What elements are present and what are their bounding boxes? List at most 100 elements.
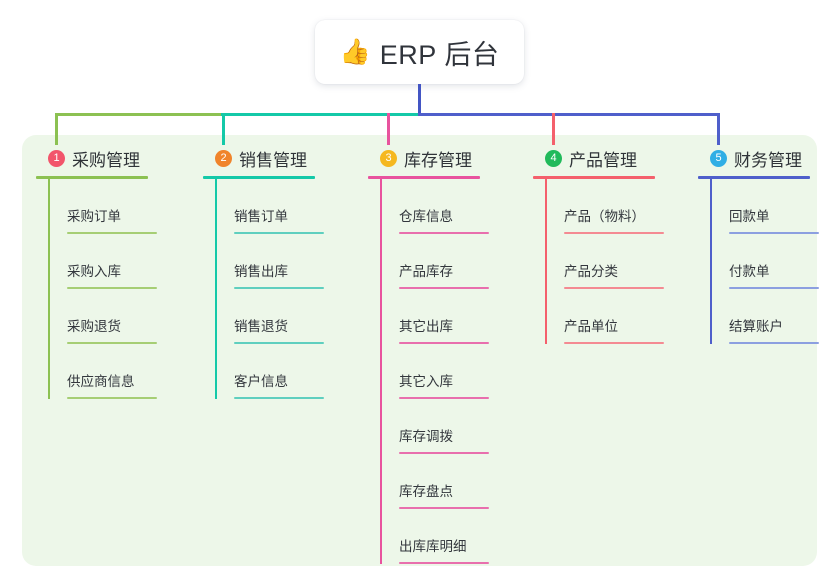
branch-title: 库存管理 (404, 150, 472, 170)
leaf-item[interactable]: 采购入库 (48, 234, 186, 289)
leaf-item-underline (399, 397, 489, 399)
leaf-item-label: 供应商信息 (67, 374, 135, 389)
leaf-item-label: 客户信息 (234, 374, 288, 389)
branch-header-3[interactable]: 3 库存管理 (368, 145, 518, 171)
bus-segment-green (55, 113, 223, 116)
branch-header-1[interactable]: 1 采购管理 (36, 145, 186, 171)
branch-items: 回款单付款单结算账户 (698, 179, 839, 344)
diagram-background-panel (22, 135, 817, 566)
branch-header-underline (533, 176, 655, 179)
leaf-item-underline (399, 287, 489, 289)
branch-number-badge: 3 (380, 149, 397, 167)
leaf-item[interactable]: 回款单 (710, 179, 839, 234)
leaf-item-underline (729, 342, 819, 344)
leaf-item-label: 其它入库 (399, 374, 453, 389)
branch-header-underline (203, 176, 315, 179)
leaf-item-label: 回款单 (729, 209, 770, 224)
leaf-item-underline (564, 342, 664, 344)
branch-header-4[interactable]: 4 产品管理 (533, 145, 693, 171)
leaf-item-underline (67, 287, 157, 289)
leaf-item-underline (564, 287, 664, 289)
leaf-item-underline (67, 397, 157, 399)
branch-header-5[interactable]: 5 财务管理 (698, 145, 839, 171)
branch-drop-connector-2 (222, 113, 225, 145)
thumbs-up-icon: 👍 (339, 37, 371, 66)
branch-header-underline (698, 176, 810, 179)
branch-column-1: 1 采购管理采购订单采购入库采购退货供应商信息 (36, 145, 186, 399)
leaf-item[interactable]: 结算账户 (710, 289, 839, 344)
leaf-item-label: 采购入库 (67, 264, 121, 279)
leaf-item[interactable]: 其它入库 (380, 344, 518, 399)
leaf-item[interactable]: 销售退货 (215, 289, 353, 344)
leaf-item[interactable]: 库存调拨 (380, 399, 518, 454)
leaf-item-underline (564, 232, 664, 234)
branch-spine-connector (48, 179, 50, 399)
branch-header-underline (36, 176, 148, 179)
leaf-item-underline (399, 342, 489, 344)
root-node[interactable]: 👍 ERP 后台 (315, 20, 524, 84)
leaf-item[interactable]: 供应商信息 (48, 344, 186, 399)
root-node-label: ERP 后台 (379, 39, 500, 70)
branch-title: 财务管理 (734, 150, 802, 170)
branch-items: 销售订单销售出库销售退货客户信息 (203, 179, 353, 399)
leaf-item-underline (234, 342, 324, 344)
leaf-item[interactable]: 产品分类 (545, 234, 693, 289)
bus-segment-blue (418, 113, 719, 116)
leaf-item[interactable]: 销售出库 (215, 234, 353, 289)
leaf-item-label: 销售出库 (234, 264, 288, 279)
leaf-item-underline (729, 287, 819, 289)
leaf-item-underline (67, 232, 157, 234)
branch-drop-connector-4 (552, 113, 555, 145)
branch-items: 产品（物料） 产品分类产品单位 (533, 179, 693, 344)
branch-column-3: 3 库存管理仓库信息产品库存其它出库其它入库库存调拨库存盘点出库库明细 (368, 145, 518, 564)
leaf-item-underline (399, 232, 489, 234)
leaf-item-label: 产品分类 (564, 264, 618, 279)
leaf-item-label: 仓库信息 (399, 209, 453, 224)
branch-number-badge: 4 (545, 149, 562, 167)
branch-drop-connector-1 (55, 113, 58, 145)
leaf-item-underline (234, 397, 324, 399)
leaf-item[interactable]: 产品单位 (545, 289, 693, 344)
leaf-item[interactable]: 采购订单 (48, 179, 186, 234)
leaf-item[interactable]: 销售订单 (215, 179, 353, 234)
leaf-item[interactable]: 产品（物料） (545, 179, 693, 234)
leaf-item-underline (234, 287, 324, 289)
leaf-item-underline (67, 342, 157, 344)
branch-drop-connector-5 (717, 113, 720, 145)
branch-spine-connector (545, 179, 547, 344)
leaf-item-label: 结算账户 (729, 319, 783, 334)
branch-drop-connector-3 (387, 113, 390, 145)
leaf-item[interactable]: 采购退货 (48, 289, 186, 344)
leaf-item-underline (234, 232, 324, 234)
root-stem-connector (418, 84, 421, 114)
branch-items: 采购订单采购入库采购退货供应商信息 (36, 179, 186, 399)
leaf-item-label: 产品库存 (399, 264, 453, 279)
leaf-item-label: 销售退货 (234, 319, 288, 334)
leaf-item[interactable]: 其它出库 (380, 289, 518, 344)
branch-column-5: 5 财务管理回款单付款单结算账户 (698, 145, 839, 344)
leaf-item[interactable]: 仓库信息 (380, 179, 518, 234)
branch-number-badge: 1 (48, 149, 65, 167)
leaf-item[interactable]: 出库库明细 (380, 509, 518, 564)
leaf-item[interactable]: 客户信息 (215, 344, 353, 399)
branch-number-badge: 2 (215, 149, 232, 167)
leaf-item-label: 采购订单 (67, 209, 121, 224)
leaf-item[interactable]: 产品库存 (380, 234, 518, 289)
leaf-item-label: 产品单位 (564, 319, 618, 334)
leaf-item-label: 付款单 (729, 264, 770, 279)
leaf-item-label: 出库库明细 (399, 539, 467, 554)
branch-header-underline (368, 176, 480, 179)
leaf-item-label: 产品（物料） (564, 209, 645, 224)
leaf-item-underline (399, 452, 489, 454)
leaf-item[interactable]: 库存盘点 (380, 454, 518, 509)
branch-title: 产品管理 (569, 150, 637, 170)
leaf-item-underline (729, 232, 819, 234)
branch-items: 仓库信息产品库存其它出库其它入库库存调拨库存盘点出库库明细 (368, 179, 518, 564)
branch-number-badge: 5 (710, 149, 727, 167)
branch-spine-connector (710, 179, 712, 344)
leaf-item[interactable]: 付款单 (710, 234, 839, 289)
leaf-item-label: 销售订单 (234, 209, 288, 224)
branch-title: 采购管理 (72, 150, 140, 170)
